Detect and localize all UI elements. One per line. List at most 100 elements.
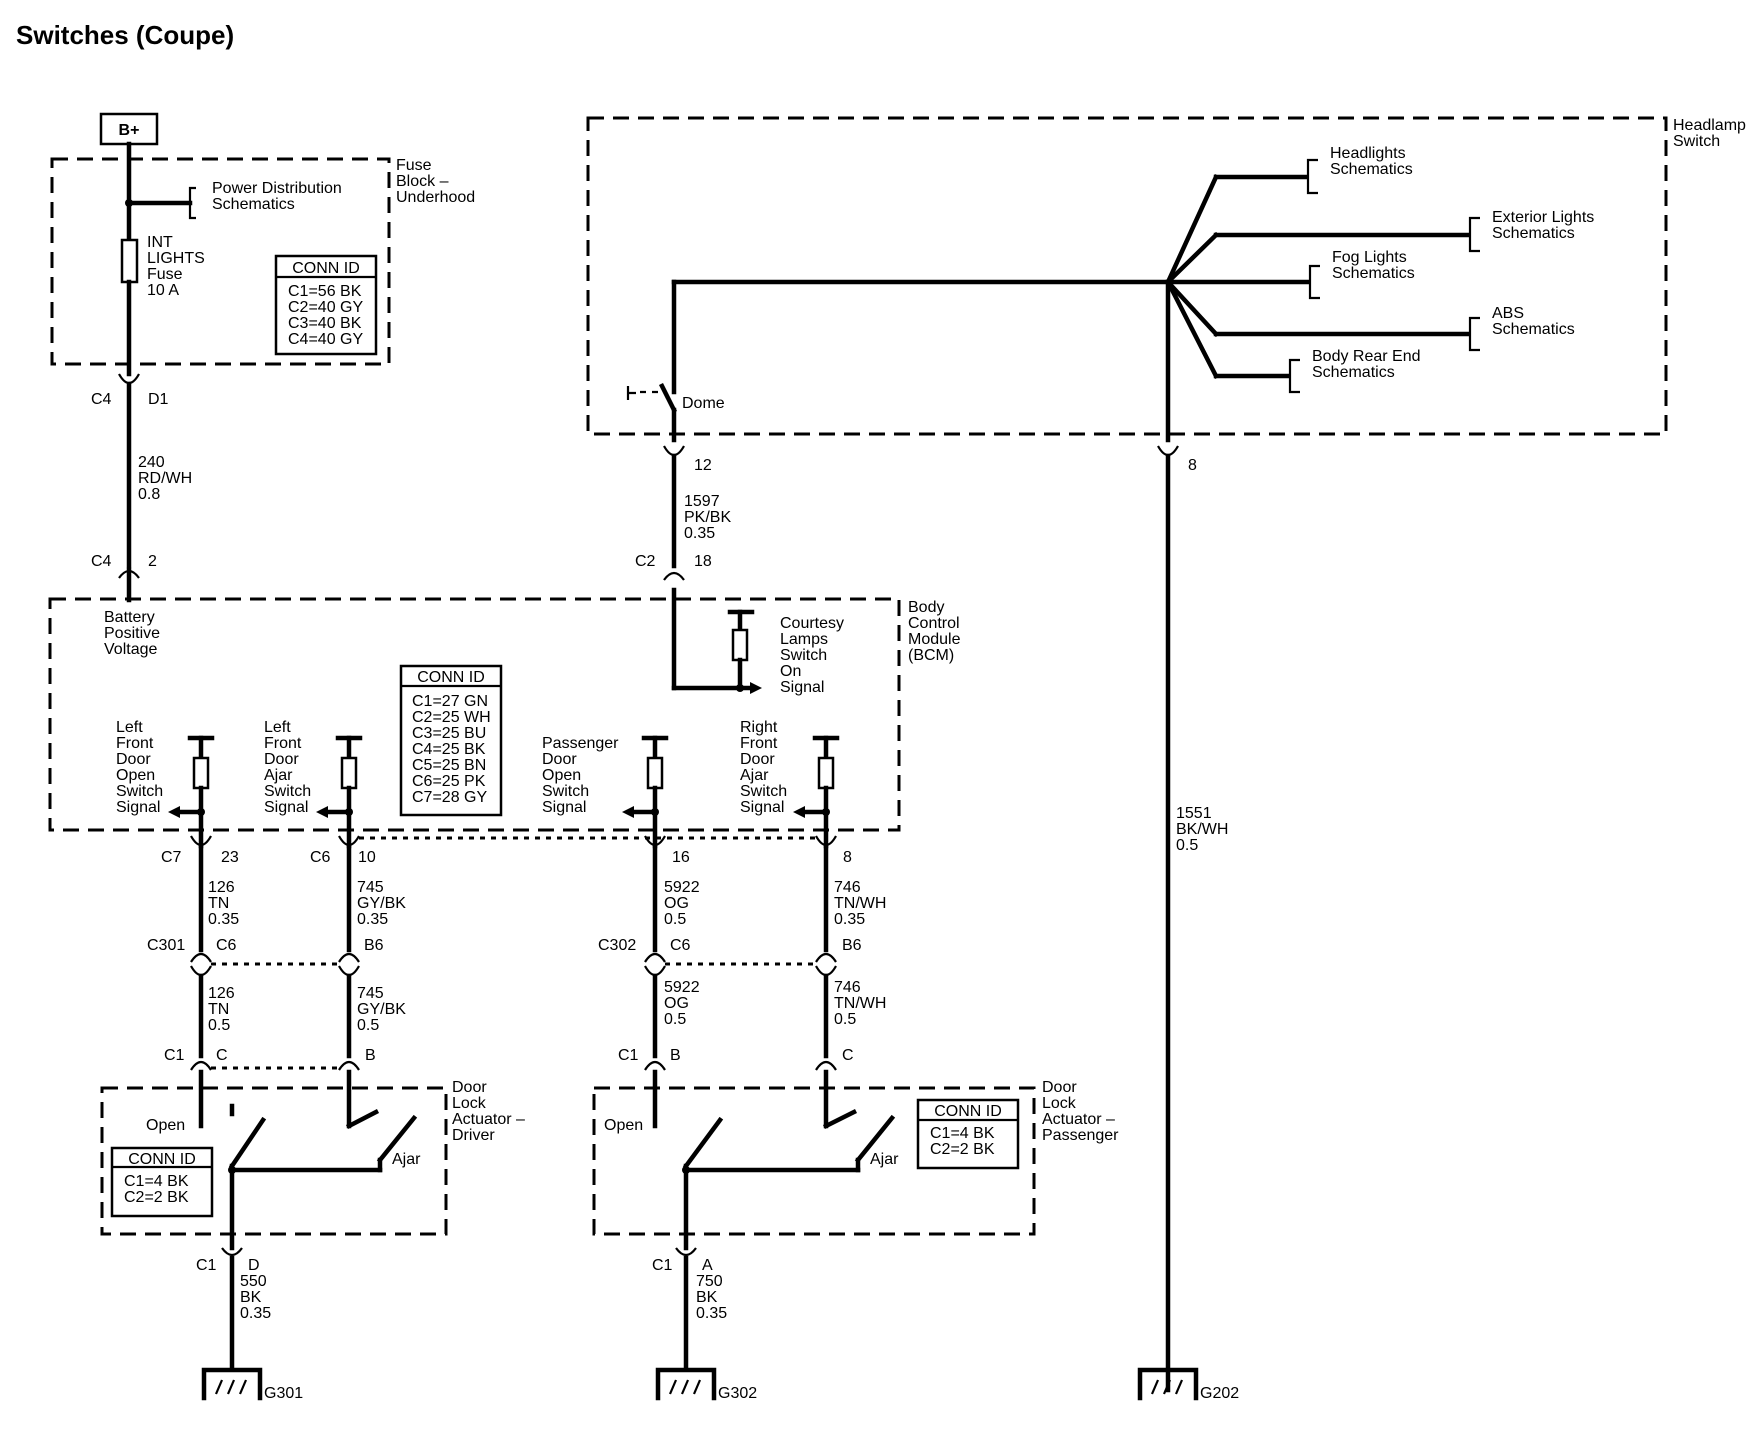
courtesy-signal-arrow-icon bbox=[750, 682, 762, 694]
passenger-door-ajar-switch-icon bbox=[822, 1108, 858, 1130]
connector-label: C301 bbox=[147, 937, 185, 954]
headlights-ref-icon bbox=[1306, 158, 1318, 195]
bcm-conn-id-table bbox=[399, 664, 503, 817]
connector-c1-b-pass-icon bbox=[644, 1060, 666, 1071]
left-front-door-ajar-label: Left Front Door Ajar Switch Signal bbox=[264, 719, 316, 816]
dome-label: Dome bbox=[682, 395, 725, 412]
ajar-label: Ajar bbox=[392, 1151, 421, 1168]
pin-label: 8 bbox=[843, 849, 852, 866]
wire-240-label: 240 RD/WH 0.8 bbox=[138, 454, 197, 503]
connector-label: C7 bbox=[161, 849, 182, 866]
wire-5922-upper-label: 5922 OG 0.5 bbox=[664, 879, 704, 928]
right-front-door-ajar-circuit bbox=[793, 735, 840, 849]
left-front-door-ajar-circuit bbox=[316, 735, 363, 849]
driver-actuator-label: Door Lock Actuator – Driver bbox=[452, 1079, 529, 1144]
bcm-conn-id-list: C1=27 GN C2=25 WH C3=25 BU C4=25 BK C5=2… bbox=[412, 693, 495, 806]
bcm-conn-id-title: CONN ID bbox=[417, 669, 485, 686]
connector-label: C1 bbox=[196, 1257, 217, 1274]
headlamp-switch-label: Headlamp Switch bbox=[1673, 117, 1750, 150]
wire-126-upper-label: 126 TN 0.35 bbox=[208, 879, 239, 928]
pin-label: A bbox=[702, 1257, 713, 1274]
connector-c6-10-icon bbox=[338, 835, 360, 847]
connector-c1-c-pass-icon bbox=[815, 1060, 837, 1071]
headlamp-switch-boundary bbox=[586, 116, 1668, 436]
connector-c301-icon bbox=[190, 952, 212, 963]
courtesy-lamps-label: Courtesy Lamps Switch On Signal bbox=[780, 615, 848, 696]
ground-g202-label: G202 bbox=[1200, 1385, 1239, 1402]
pin-label: B6 bbox=[842, 937, 862, 954]
bcm-label: Body Control Module (BCM) bbox=[908, 599, 965, 664]
connector-12-icon bbox=[663, 445, 685, 457]
connector-label: C1 bbox=[164, 1047, 185, 1064]
door-open-switch-icon bbox=[228, 1116, 267, 1170]
ground-g302-icon bbox=[655, 1367, 717, 1401]
wire-746-upper-label: 746 TN/WH 0.35 bbox=[834, 879, 891, 928]
battery-positive-voltage-label: Battery Positive Voltage bbox=[104, 609, 164, 658]
pin-label: D1 bbox=[148, 391, 169, 408]
open-label: Open bbox=[146, 1117, 185, 1134]
connector-label: C1 bbox=[618, 1047, 639, 1064]
connector-c1-a-icon bbox=[675, 1247, 697, 1257]
courtesy-resistor-icon bbox=[731, 628, 749, 662]
fog-lights-ref-icon bbox=[1308, 264, 1320, 300]
driver-conn-id-list: C1=4 BK C2=2 BK bbox=[124, 1173, 193, 1206]
fog-lights-ref-label: Fog Lights Schematics bbox=[1332, 249, 1415, 282]
bcm-boundary bbox=[48, 597, 901, 832]
wire-1551-label: 1551 BK/WH 0.5 bbox=[1176, 805, 1233, 854]
fuse-conn-id-title: CONN ID bbox=[292, 260, 360, 277]
wire-5922-lower-label: 5922 OG 0.5 bbox=[664, 979, 704, 1028]
wire-745-lower-label: 745 GY/BK 0.5 bbox=[357, 985, 410, 1034]
passenger-conn-id-title: CONN ID bbox=[934, 1103, 1002, 1120]
abs-ref-label: ABS Schematics bbox=[1492, 305, 1575, 338]
wire-550-label: 550 BK 0.35 bbox=[240, 1273, 271, 1322]
connector-c7-23-icon bbox=[190, 835, 212, 847]
pin-label: 12 bbox=[694, 457, 712, 474]
diagram-title: Switches (Coupe) bbox=[16, 20, 234, 50]
signal-arrow-icon bbox=[168, 806, 180, 818]
ground-g301-icon bbox=[201, 1367, 263, 1401]
power-distribution-ref-icon bbox=[188, 186, 196, 220]
driver-conn-id-table bbox=[110, 1146, 214, 1218]
connector-label: C4 bbox=[91, 553, 112, 570]
connector-label: C1 bbox=[652, 1257, 673, 1274]
left-front-door-open-label: Left Front Door Open Switch Signal bbox=[116, 719, 168, 816]
int-lights-fuse-icon bbox=[120, 238, 139, 284]
passenger-actuator-boundary bbox=[592, 1086, 1036, 1236]
fuse-block-label: Fuse Block – Underhood bbox=[396, 157, 475, 206]
door-ajar-switch-icon bbox=[345, 1108, 380, 1130]
pin-label: 10 bbox=[358, 849, 376, 866]
pin-label: B bbox=[670, 1047, 681, 1064]
passenger-actuator-label: Door Lock Actuator – Passenger bbox=[1042, 1079, 1119, 1144]
exterior-lights-ref-label: Exterior Lights Schematics bbox=[1492, 209, 1599, 242]
pin-label: C bbox=[842, 1047, 854, 1064]
passenger-door-open-label: Passenger Door Open Switch Signal bbox=[542, 735, 623, 816]
connector-c1-b-icon bbox=[338, 1060, 360, 1071]
resistor-icon bbox=[340, 756, 358, 790]
passenger-door-open-switch-icon bbox=[682, 1116, 724, 1170]
ground-g301-label: G301 bbox=[264, 1385, 303, 1402]
wire-1597-label: 1597 PK/BK 0.35 bbox=[684, 493, 736, 542]
headlights-ref-label: Headlights Schematics bbox=[1330, 145, 1413, 178]
pin-label: 18 bbox=[694, 553, 712, 570]
connector-c302-icon bbox=[644, 952, 666, 963]
dome-switch-icon bbox=[658, 382, 678, 414]
passenger-conn-id-table bbox=[916, 1098, 1020, 1170]
resistor-icon bbox=[646, 756, 664, 790]
wire-126-lower-label: 126 TN 0.5 bbox=[208, 985, 239, 1034]
ground-g202-icon bbox=[1137, 1367, 1199, 1401]
body-rear-end-ref-icon bbox=[1288, 358, 1300, 394]
fuse-block-conn-id-table bbox=[274, 254, 378, 356]
connector-label: C2 bbox=[635, 553, 656, 570]
connector-c1-c-icon bbox=[190, 1060, 212, 1071]
connector-label: C4 bbox=[91, 391, 112, 408]
ajar-label: Ajar bbox=[870, 1151, 899, 1168]
passenger-conn-id-list: C1=4 BK C2=2 BK bbox=[930, 1125, 999, 1158]
signal-arrow-icon bbox=[316, 806, 328, 818]
wire-750-label: 750 BK 0.35 bbox=[696, 1273, 727, 1322]
pin-label: B bbox=[365, 1047, 376, 1064]
connector-label: C6 bbox=[310, 849, 331, 866]
resistor-icon bbox=[192, 756, 210, 790]
left-front-door-open-circuit bbox=[168, 735, 215, 849]
